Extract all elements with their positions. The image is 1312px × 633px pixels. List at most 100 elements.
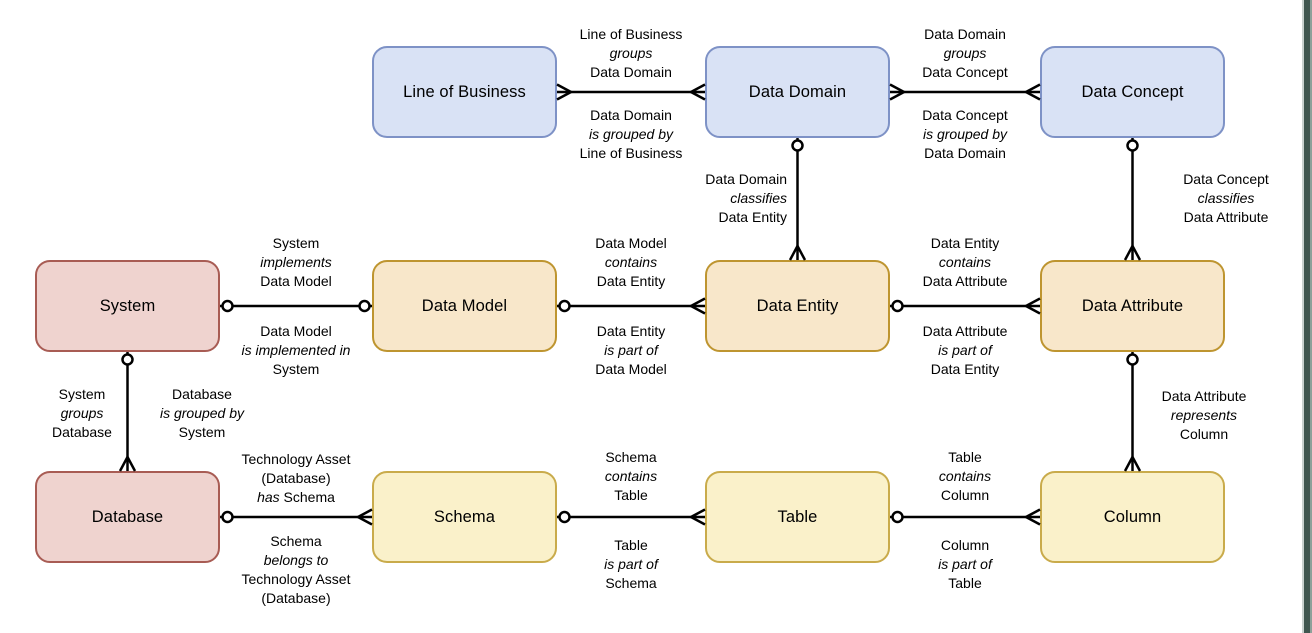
- relationship-object: Schema: [605, 575, 657, 591]
- circle-marker: [121, 353, 134, 366]
- edge-label-dc-classifies-da: Data Concept classifies Data Attribute: [1183, 170, 1269, 227]
- relationship-verb: is implemented in: [241, 342, 351, 358]
- connector-da-column: [1123, 352, 1142, 472]
- edge-label-da-part-of-de: Data Attribute is part of Data Entity: [923, 322, 1008, 379]
- relationship-subject: Data Attribute: [1161, 388, 1247, 404]
- relationship-verb: groups: [943, 45, 987, 61]
- node-schema: Schema: [372, 471, 557, 563]
- crowfoot-marker: [690, 83, 706, 101]
- node-label: Table: [777, 507, 818, 526]
- edge-label-sys-implements-dm: System implements Data Model: [260, 234, 332, 291]
- edge-label-da-represents-column: Data Attribute represents Column: [1162, 387, 1247, 444]
- relationship-subject: Data Model: [595, 235, 667, 251]
- node-data-domain: Data Domain: [705, 46, 890, 138]
- relationship-object: Table: [948, 575, 982, 591]
- node-label: Data Model: [421, 296, 508, 315]
- crowfoot-marker: [1025, 83, 1041, 101]
- crowfoot-marker: [690, 297, 706, 315]
- connector-sys-db: [118, 352, 137, 472]
- connector-schema-table: [557, 508, 706, 526]
- connector-table-column: [890, 508, 1041, 526]
- node-line-of-business: Line of Business: [372, 46, 557, 138]
- crowfoot-marker: [889, 83, 905, 101]
- connector-dd-de: [788, 138, 807, 261]
- circle-marker: [891, 510, 904, 524]
- relationship-subject: Schema: [270, 533, 322, 549]
- relationship-verb: contains: [604, 468, 658, 484]
- circle-marker: [221, 299, 234, 313]
- connector-dd-dc: [889, 83, 1041, 101]
- node-table: Table: [705, 471, 890, 563]
- relationship-verb: belongs to: [263, 552, 329, 568]
- edge-label-lob-groups-dd: Line of Business groups Data Domain: [580, 25, 683, 82]
- relationship-verb: groups: [609, 45, 653, 61]
- node-data-attribute: Data Attribute: [1040, 260, 1225, 352]
- relationship-verb: contains: [938, 468, 992, 484]
- relationship-object: Data Model: [260, 273, 332, 289]
- relationship-subject: Table: [614, 537, 648, 553]
- relationship-object: Data Domain: [590, 64, 672, 80]
- edge-label-schema-belongs-to-ta: Schema belongs to Technology Asset (Data…: [221, 532, 371, 608]
- edge-label-dd-grouped-by-lob: Data Domain is grouped by Line of Busine…: [580, 106, 683, 163]
- node-label: Data Attribute: [1081, 296, 1184, 315]
- relationship-subject: Data Entity: [596, 323, 666, 339]
- edge-label-db-grouped-by-sys: Database is grouped by System: [160, 385, 244, 442]
- node-label: Line of Business: [403, 82, 526, 101]
- node-system: System: [35, 260, 220, 352]
- edge-label-de-part-of-dm: Data Entity is part of Data Model: [595, 322, 667, 379]
- relationship-object: Table: [614, 487, 648, 503]
- relationship-subject: Data Attribute: [922, 323, 1008, 339]
- relationship-verb: contains: [604, 254, 658, 270]
- edge-label-ta-has-schema: Technology Asset (Database) has Schema: [221, 450, 371, 507]
- circle-marker: [358, 299, 371, 313]
- node-label: Data Entity: [756, 296, 839, 315]
- relationship-verb: contains: [938, 254, 992, 270]
- circle-marker: [791, 139, 804, 152]
- relationship-subject: Data Domain: [705, 171, 787, 187]
- node-data-model: Data Model: [372, 260, 557, 352]
- relationship-subject: Data Concept: [922, 107, 1008, 123]
- edge-label-dd-groups-dc: Data Domain groups Data Concept: [922, 25, 1008, 82]
- relationship-subject: System: [272, 235, 320, 251]
- relationship-verb: is grouped by: [159, 405, 245, 421]
- relationship-verb: is part of: [938, 342, 992, 358]
- crowfoot-marker: [788, 245, 807, 261]
- connector-sys-dm: [220, 299, 372, 313]
- relationship-object: Column: [940, 487, 990, 503]
- relationship-subject: Data Model: [260, 323, 332, 339]
- relationship-object: Column: [1179, 426, 1229, 442]
- crowfoot-marker: [357, 508, 373, 526]
- relationship-verb: represents: [1170, 407, 1238, 423]
- node-label: Data Domain: [748, 82, 847, 101]
- relationship-object: Data Entity: [596, 273, 666, 289]
- crowfoot-marker: [118, 456, 137, 472]
- crowfoot-marker: [690, 508, 706, 526]
- crowfoot-marker: [1123, 456, 1142, 472]
- relationship-subject: Table: [948, 449, 982, 465]
- relationship-subject: Data Domain: [590, 107, 672, 123]
- relationship-object: Data Attribute: [1183, 209, 1269, 225]
- crowfoot-marker: [1123, 245, 1142, 261]
- relationship-verb: is grouped by: [922, 126, 1008, 142]
- relationship-object: Data Entity: [930, 361, 1000, 377]
- relationship-object: Data Attribute: [922, 273, 1008, 289]
- crowfoot-marker: [1025, 508, 1041, 526]
- relationship-object: Data Entity: [718, 209, 787, 225]
- relationship-object: Data Domain: [924, 145, 1006, 161]
- relationship-object: System: [178, 424, 226, 440]
- edge-label-dm-implemented-in-sys: Data Model is implemented in System: [242, 322, 351, 379]
- relationship-subject: Technology Asset (Database): [241, 451, 351, 486]
- edge-label-table-part-of-schema: Table is part of Schema: [604, 536, 658, 593]
- node-data-entity: Data Entity: [705, 260, 890, 352]
- node-data-concept: Data Concept: [1040, 46, 1225, 138]
- circle-marker: [1126, 353, 1139, 366]
- relationship-object: Data Model: [595, 361, 667, 377]
- edge-label-sys-groups-db: System groups Database: [52, 385, 112, 442]
- relationship-verb: classifies: [730, 190, 787, 206]
- node-label: Data Concept: [1081, 82, 1184, 101]
- relationship-subject: Schema: [605, 449, 657, 465]
- relationship-verb: is grouped by: [588, 126, 674, 142]
- relationship-subject: Line of Business: [579, 26, 683, 42]
- relationship-subject: Data Entity: [930, 235, 1000, 251]
